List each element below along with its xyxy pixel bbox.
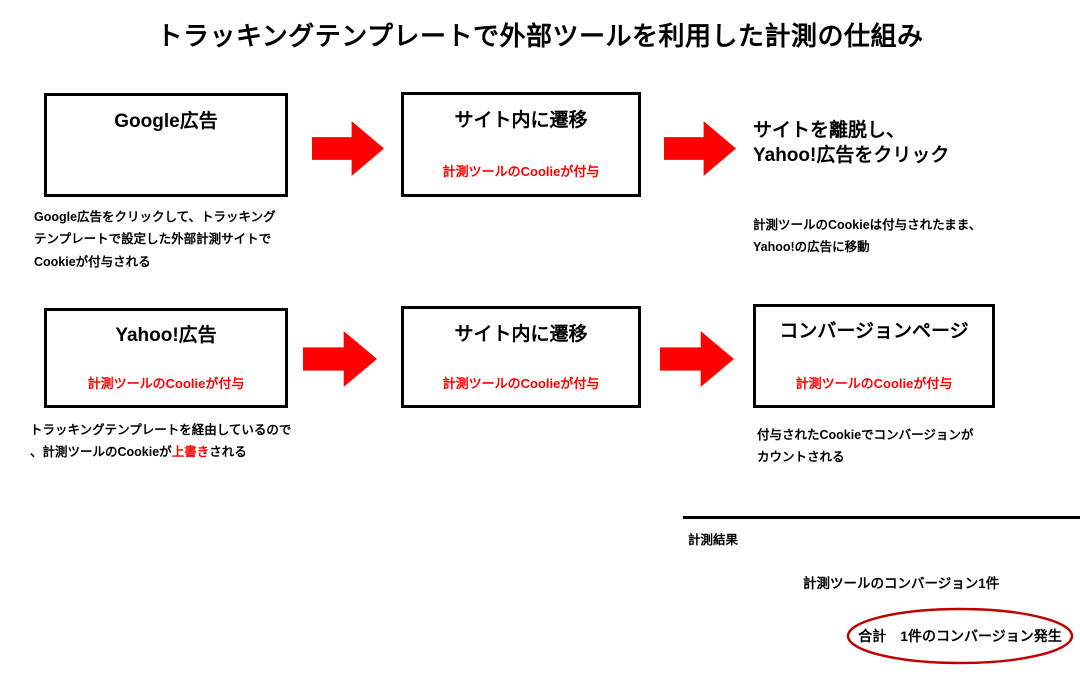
- row1-box-site-transition: サイト内に遷移 計測ツールのCoolieが付与: [401, 92, 641, 197]
- row2-box-site-transition: サイト内に遷移 計測ツールのCoolieが付与: [401, 306, 641, 408]
- row2-box3-note: 計測ツールのCoolieが付与: [795, 376, 953, 391]
- results-conversion-line: 計測ツールのコンバージョン1件: [803, 576, 1000, 591]
- row2-caption-left-line2-highlight: 上書き: [171, 445, 210, 460]
- row2-box-yahoo-ad: Yahoo!広告 計測ツールのCoolieが付与: [44, 308, 288, 408]
- row2-box3-title: コンバージョンページ: [779, 321, 969, 342]
- row2-box1-title: Yahoo!広告: [115, 325, 217, 346]
- row1-caption-right-line2: Yahoo!の広告に移動: [753, 240, 870, 255]
- row1-headline-line1: サイトを離脱し、: [753, 120, 906, 141]
- row2-arrow-2-icon: [660, 331, 734, 387]
- results-total-text: 合計 1件のコンバージョン発生: [858, 628, 1062, 644]
- row2-caption-left-line2: 、計測ツールのCookieが上書きされる: [30, 441, 291, 463]
- row2-caption-left-line2-after: される: [209, 445, 247, 460]
- results-total-ellipse: 合計 1件のコンバージョン発生: [846, 607, 1074, 665]
- row2-caption-left: トラッキングテンプレートを経由しているので 、計測ツールのCookieが上書きさ…: [30, 419, 291, 464]
- row1-box2-title: サイト内に遷移: [454, 110, 588, 131]
- row1-caption-left-line3: Cookieが付与される: [34, 254, 151, 269]
- row2-box1-note: 計測ツールのCoolieが付与: [87, 376, 245, 391]
- row2-caption-right-line1: 付与されたCookieでコンバージョンが: [757, 428, 974, 442]
- row1-box2-note: 計測ツールのCoolieが付与: [442, 164, 600, 179]
- row2-box2-title: サイト内に遷移: [454, 324, 588, 345]
- row2-caption-right-line2: カウントされる: [757, 450, 845, 465]
- row1-headline-line2: Yahoo!広告をクリック: [753, 145, 950, 167]
- row1-caption-left-line1: Google広告をクリックして、トラッキング: [34, 210, 276, 224]
- row2-box2-note: 計測ツールのCoolieが付与: [442, 376, 600, 391]
- row2-arrow-1-icon: [303, 331, 377, 387]
- row1-caption-right-line1: 計測ツールのCookieは付与されたまま、: [753, 218, 982, 232]
- row1-caption-left-line2: テンプレートで設定した外部計測サイトで: [34, 232, 272, 247]
- results-divider: [683, 516, 1080, 519]
- row1-caption-right: 計測ツールのCookieは付与されたまま、 Yahoo!の広告に移動: [753, 214, 981, 259]
- row2-box-conversion-page: コンバージョンページ 計測ツールのCoolieが付与: [753, 304, 995, 408]
- row2-caption-right: 付与されたCookieでコンバージョンが カウントされる: [757, 424, 973, 469]
- row1-exit-headline: サイトを離脱し、 Yahoo!広告をクリック: [753, 118, 949, 168]
- page-title: トラッキングテンプレートで外部ツールを利用した計測の仕組み: [156, 21, 924, 51]
- row1-box1-title: Google広告: [114, 111, 218, 132]
- results-label: 計測結果: [688, 533, 739, 547]
- row1-caption-left: Google広告をクリックして、トラッキング テンプレートで設定した外部計測サイ…: [34, 206, 276, 273]
- row1-box-google-ad: Google広告: [44, 93, 288, 197]
- row1-arrow-2-icon: [664, 121, 736, 176]
- row2-caption-left-line2-before: 、計測ツールのCookieが: [30, 445, 172, 460]
- row1-arrow-1-icon: [312, 121, 384, 176]
- row2-caption-left-line1: トラッキングテンプレートを経由しているので: [30, 423, 292, 437]
- ellipse-outline-icon: [846, 607, 1074, 665]
